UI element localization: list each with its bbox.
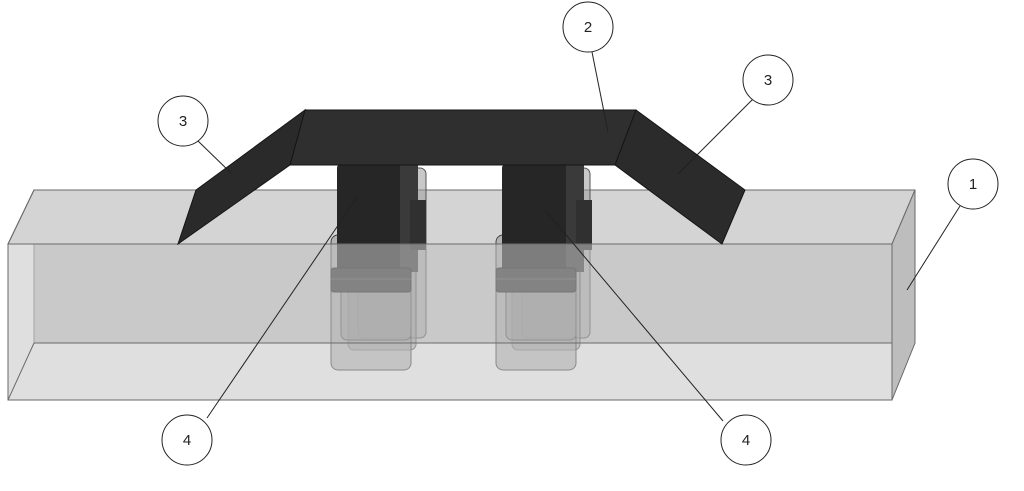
svg-text:4: 4	[183, 432, 191, 449]
callout-1: 1	[947, 158, 999, 210]
svg-text:1: 1	[969, 176, 977, 193]
leader-4-left	[206, 195, 359, 419]
svg-text:4: 4	[742, 432, 750, 449]
housing-top-face	[7, 189, 916, 245]
housing-front-face	[7, 243, 893, 401]
leader-1	[906, 205, 961, 291]
leader-lines	[197, 51, 961, 422]
top-plate-part-2	[289, 109, 637, 166]
svg-text:3: 3	[764, 72, 772, 89]
callout-4-left: 4	[161, 414, 213, 466]
callout-2: 2	[562, 1, 614, 53]
callout-3-left: 3	[157, 95, 209, 147]
leader-3-right	[677, 97, 755, 175]
leader-2	[591, 51, 609, 133]
leader-3-left	[197, 140, 233, 175]
plate-top-face	[289, 109, 637, 166]
wing-part-3-right	[614, 109, 746, 245]
svg-text:3: 3	[179, 113, 187, 130]
callout-3-right: 3	[742, 54, 794, 106]
leader-4-right	[544, 209, 724, 422]
svg-text:2: 2	[584, 19, 592, 36]
callout-4-right: 4	[720, 414, 772, 466]
wing-part-3-left	[177, 108, 306, 246]
